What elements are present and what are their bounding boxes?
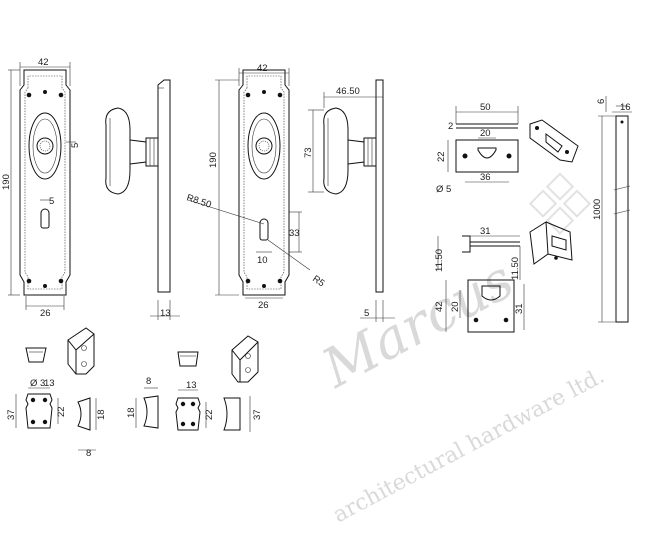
dim-keep-hole: Ø 5 <box>436 184 451 195</box>
backplate-front-1 <box>19 69 71 296</box>
dim-bar-offset: 6 <box>596 99 607 104</box>
dim-plate1-bottom: 26 <box>40 308 51 319</box>
plate1-dims: 42 190 26 5 5 <box>1 57 81 319</box>
dim-plate2-radius-top: R8.50 <box>185 192 213 210</box>
watermark-brand: Marcus <box>311 248 523 401</box>
dim-plate2-keyhole33: 33 <box>289 228 300 239</box>
strike-plate: 50 2 20 22 36 Ø 5 <box>436 102 579 195</box>
dim-staple-width: 31 <box>514 303 525 314</box>
dim-t2-width: 13 <box>186 380 197 391</box>
dim-keep-height: 22 <box>436 151 447 162</box>
watermark: Marcus architectural hardware ltd. <box>311 172 609 528</box>
dim-knob2-plate5: 5 <box>364 308 369 319</box>
dim-t1-side: 18 <box>96 409 107 420</box>
dim-t1-width: 13 <box>44 378 55 389</box>
dim-t2-depth: 8 <box>146 376 151 387</box>
dim-plate1-width: 42 <box>38 57 49 68</box>
dim-staple-top: 31 <box>480 226 491 237</box>
dim-keep-slot: 20 <box>480 128 491 139</box>
dim-knob2-height: 73 <box>303 147 314 158</box>
watermark-logo <box>528 172 592 235</box>
dim-staple-inner: 20 <box>450 301 461 312</box>
dim-t1-inner: 22 <box>56 406 67 417</box>
watermark-tagline: architectural hardware ltd. <box>329 364 609 528</box>
dim-t2-height: 37 <box>252 409 263 420</box>
dim-keep-width: 50 <box>480 102 491 113</box>
staple-keep: 31 11.50 11.50 42 20 31 <box>434 221 573 333</box>
dim-bar-width: 16 <box>620 102 631 113</box>
dim-bar-length: 1000 <box>592 199 603 220</box>
dim-plate2-radius-bottom: R5 <box>310 273 326 289</box>
dim-plate2-keyhole10: 10 <box>257 255 268 266</box>
dim-plate1-height: 190 <box>1 174 12 190</box>
dim-staple-height: 42 <box>434 301 445 312</box>
dim-plate1-side5: 5 <box>70 143 81 148</box>
turn-parts-2: 18 8 13 22 37 <box>126 335 263 432</box>
dim-t1-depth: 8 <box>86 448 91 459</box>
dim-plate2-height: 190 <box>208 152 219 168</box>
knob-side-2: 46.50 73 5 <box>303 79 395 322</box>
plate2-dims: 42 190 26 R8.50 R5 33 10 <box>185 63 326 311</box>
dim-t1-height: 37 <box>6 409 17 420</box>
dim-staple-h2: 11.50 <box>510 257 521 280</box>
dim-keep-holes: 36 <box>480 172 491 183</box>
dim-knob1-projection: 13 <box>160 308 171 319</box>
dim-keep-thickness: 2 <box>448 121 453 132</box>
bolt-bar: 6 16 1000 <box>592 96 632 323</box>
dim-plate1-inner5: 5 <box>49 196 54 207</box>
dim-plate2-width: 42 <box>257 63 268 74</box>
dim-t2-inner: 22 <box>204 409 215 420</box>
dim-staple-h1: 11.50 <box>434 249 445 272</box>
dim-t1-hole: Ø 3 <box>30 378 45 389</box>
turn-parts-1: Ø 3 13 37 22 18 8 <box>6 327 107 459</box>
knob-side-1: 13 <box>105 79 180 320</box>
dim-knob2-projection: 46.50 <box>336 86 360 97</box>
dim-t2-side: 18 <box>126 407 137 418</box>
backplate-front-2 <box>238 69 290 296</box>
dim-plate2-bottom: 26 <box>258 300 269 311</box>
